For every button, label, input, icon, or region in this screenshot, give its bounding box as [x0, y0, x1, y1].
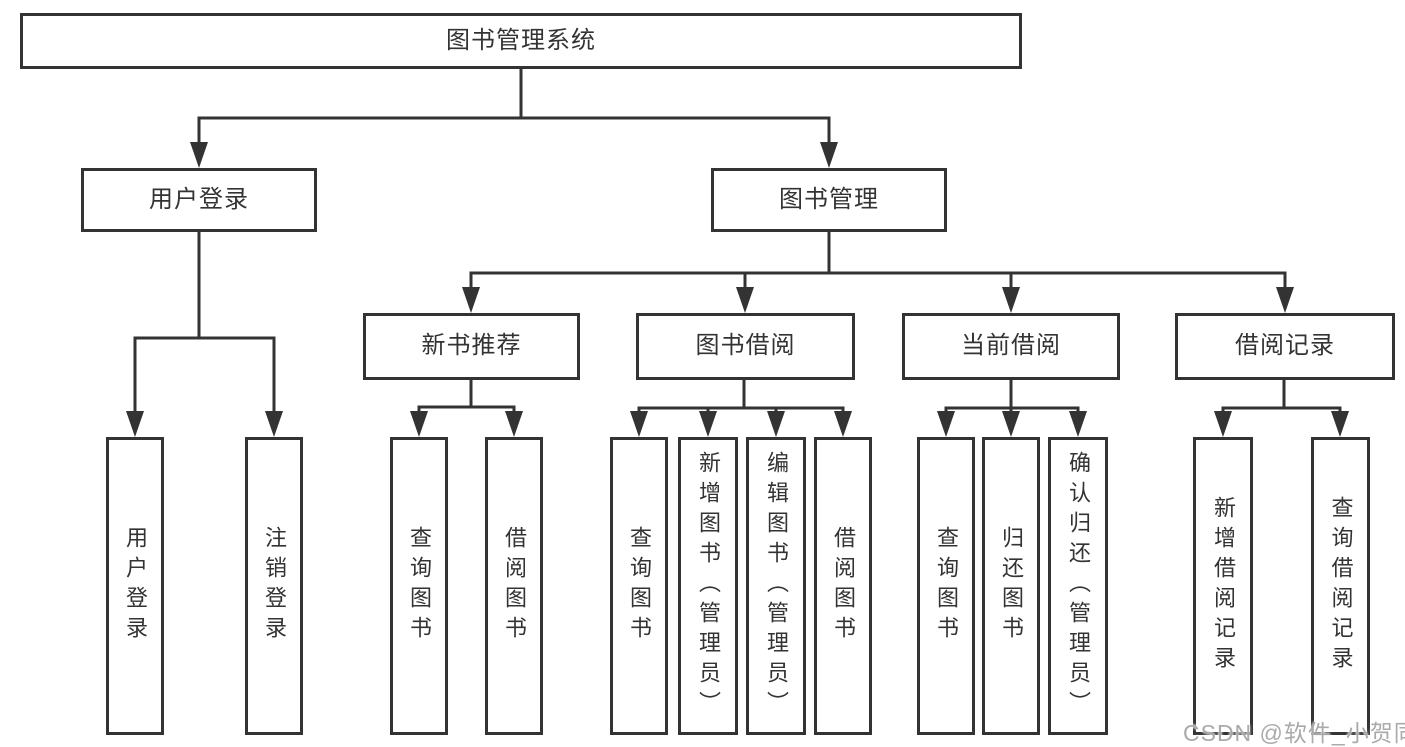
arrowhead	[1331, 411, 1349, 437]
arrowhead	[630, 411, 648, 437]
node-leaf-edit-books-admin: 编辑图书（管理员）	[746, 437, 806, 735]
connector-line	[1221, 406, 1342, 433]
arrowhead	[1002, 287, 1020, 313]
node-leaf-query-borrow-record: 查询借阅记录	[1311, 437, 1370, 735]
csdn-watermark: CSDN @软件_小贺同学	[1183, 720, 1405, 746]
node-current-borrow: 当前借阅	[902, 313, 1120, 380]
connector-line	[133, 336, 276, 433]
node-leaf-query-books-recommend: 查询图书	[390, 437, 448, 735]
arrowhead	[820, 142, 838, 168]
node-leaf-confirm-return-admin: 确认归还（管理员）	[1048, 437, 1108, 735]
arrowhead	[265, 411, 283, 437]
arrowhead	[1069, 411, 1087, 437]
node-leaf-add-borrow-record: 新增借阅记录	[1193, 437, 1253, 735]
connector-line	[469, 271, 1287, 309]
arrowhead	[410, 411, 428, 437]
arrowhead	[1214, 411, 1232, 437]
node-borrow-record: 借阅记录	[1175, 313, 1395, 380]
connector-line	[637, 406, 845, 433]
arrowhead	[767, 411, 785, 437]
arrowhead	[505, 411, 523, 437]
node-leaf-add-books-admin: 新增图书（管理员）	[678, 437, 738, 735]
arrowhead	[834, 411, 852, 437]
node-leaf-borrow-books: 借阅图书	[814, 437, 872, 735]
node-leaf-logout: 注销登录	[245, 437, 303, 735]
arrowhead	[1002, 411, 1020, 437]
node-leaf-query-books-borrow: 查询图书	[610, 437, 668, 735]
node-root-system: 图书管理系统	[20, 13, 1022, 69]
connector-line	[417, 405, 516, 433]
node-book-management-branch: 图书管理	[711, 168, 947, 232]
node-leaf-return-books: 归还图书	[982, 437, 1040, 735]
node-user-login-branch: 用户登录	[81, 168, 317, 232]
arrowhead	[1276, 287, 1294, 313]
arrowhead	[462, 287, 480, 313]
arrowhead	[190, 142, 208, 168]
node-leaf-borrow-books-recommend: 借阅图书	[485, 437, 543, 735]
node-new-book-recommend: 新书推荐	[363, 313, 580, 380]
arrowhead	[937, 411, 955, 437]
arrowhead	[699, 411, 717, 437]
node-leaf-user-login: 用户登录	[106, 437, 164, 735]
node-leaf-query-books-current: 查询图书	[917, 437, 975, 735]
node-book-borrow: 图书借阅	[636, 313, 855, 380]
connector-line	[197, 116, 831, 164]
arrowhead	[126, 411, 144, 437]
arrowhead	[736, 287, 754, 313]
